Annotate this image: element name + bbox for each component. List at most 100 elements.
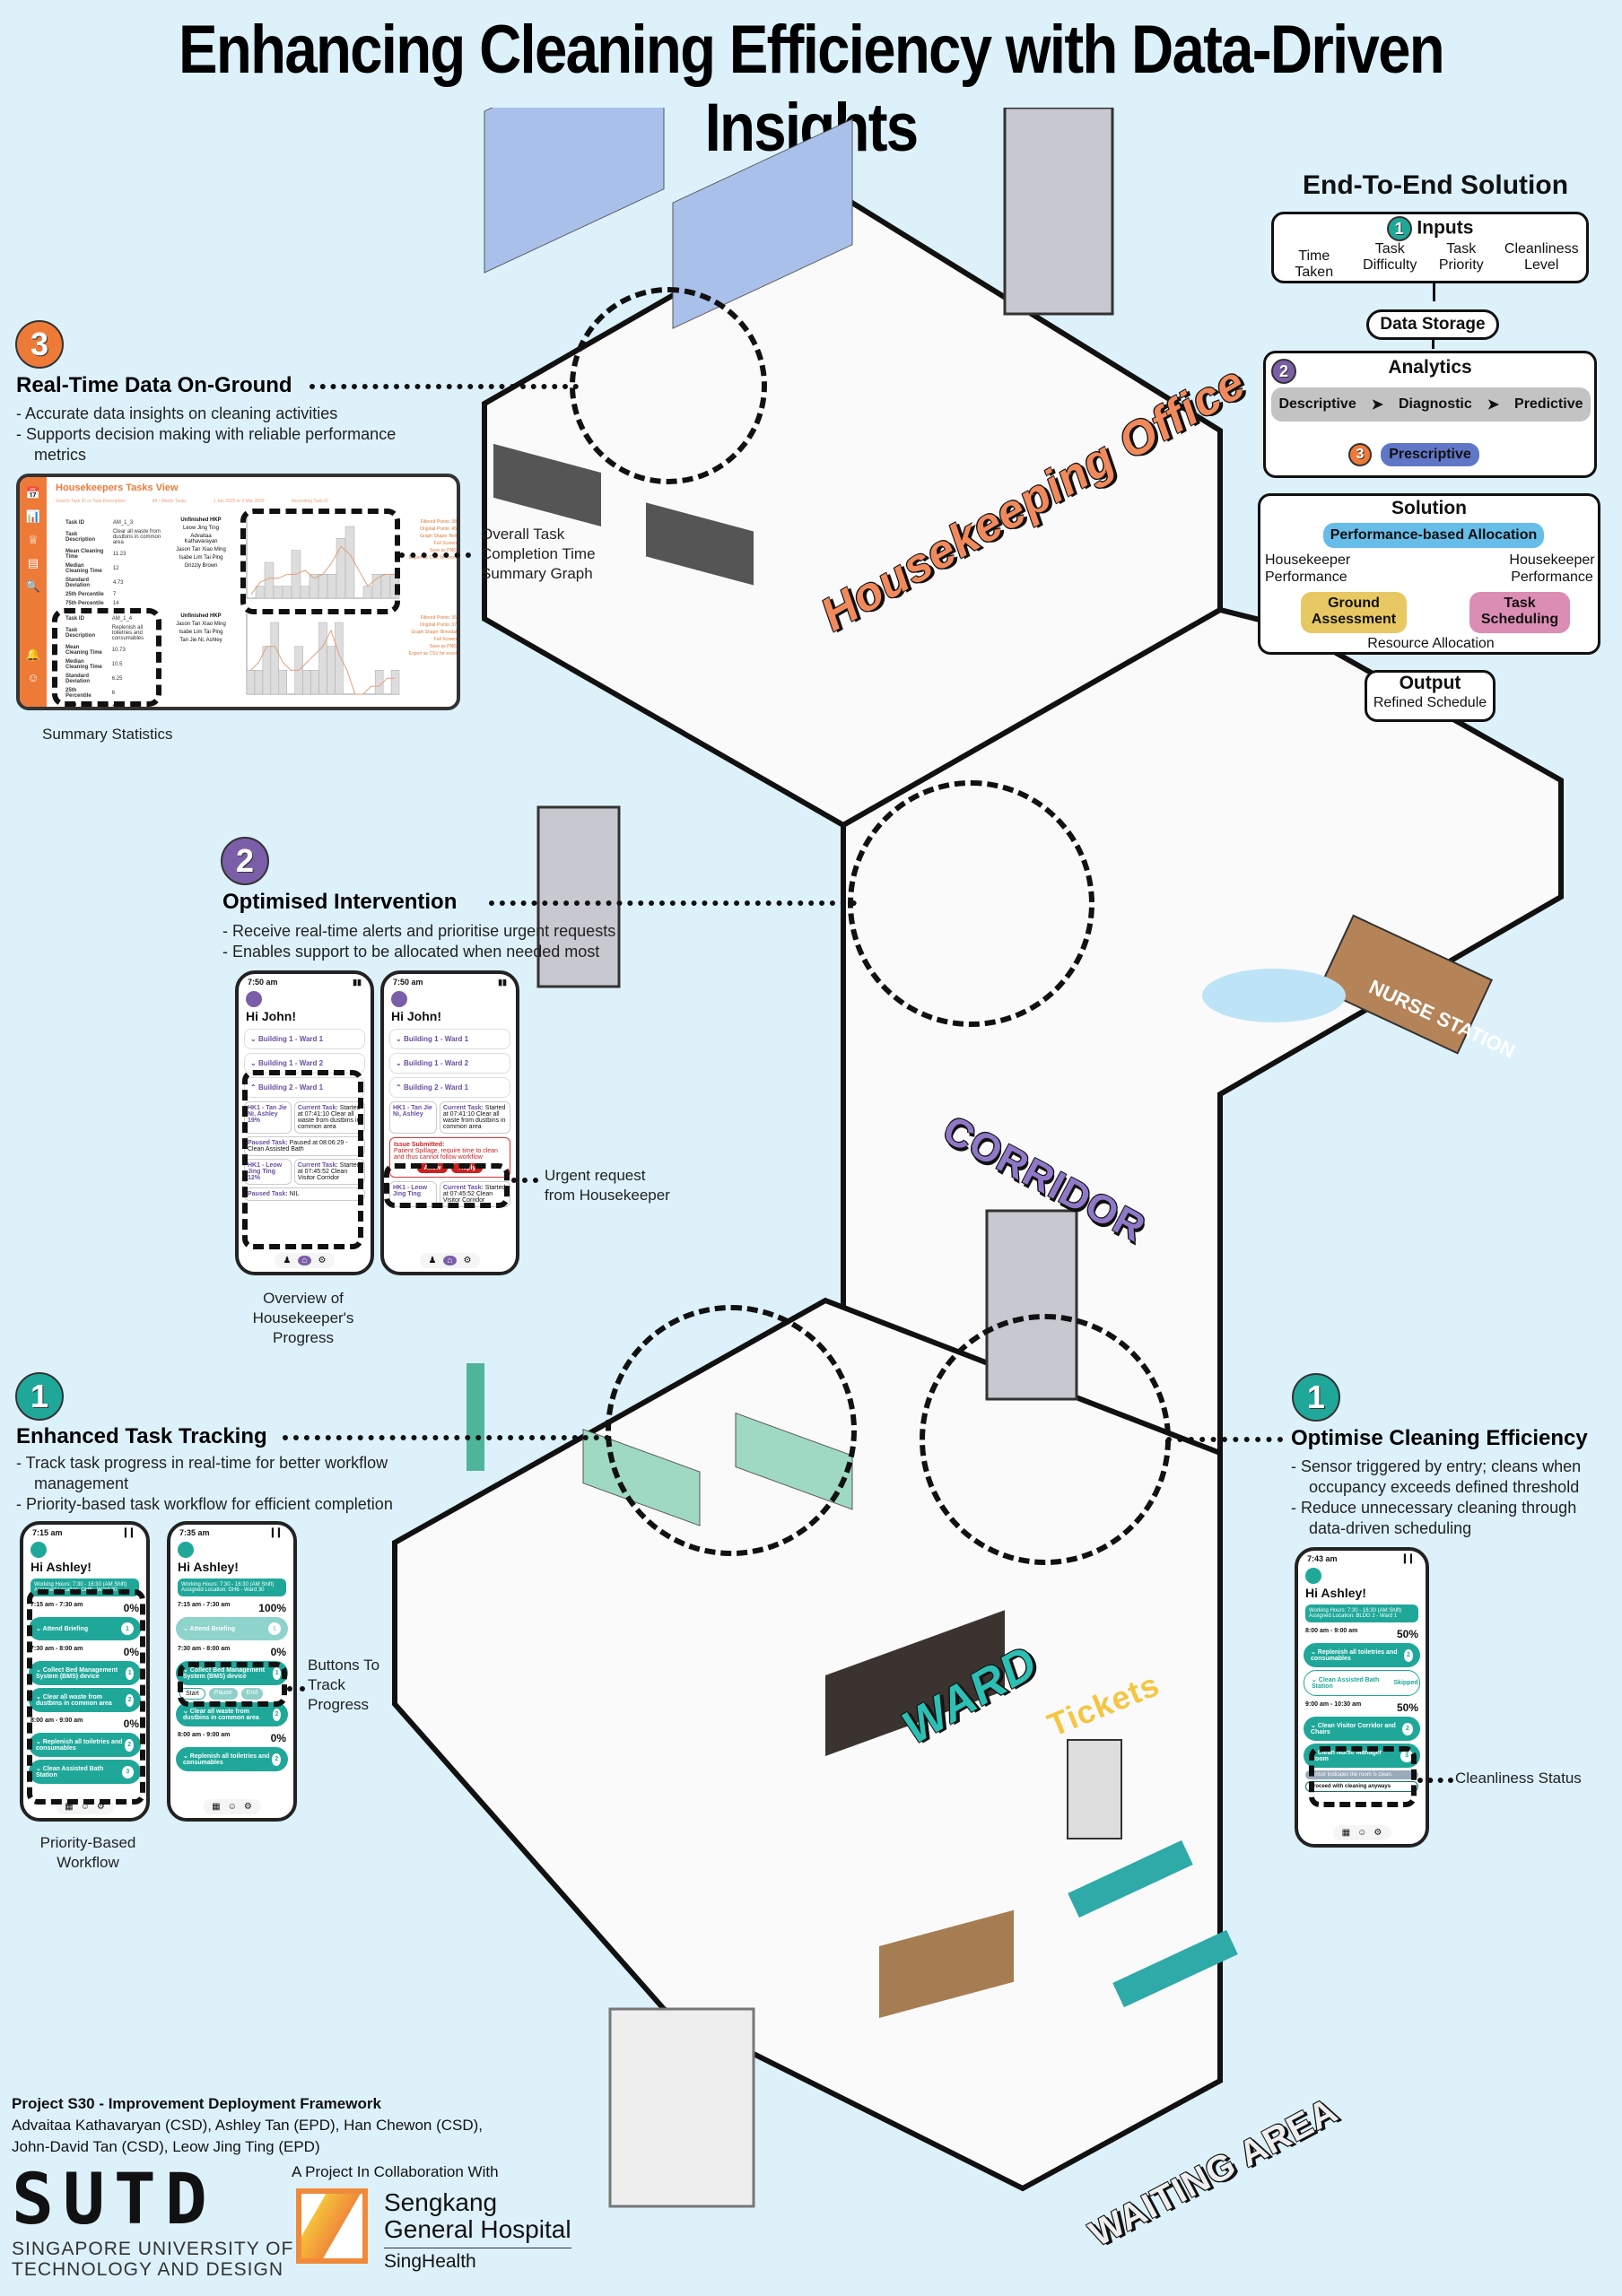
graph-info-line: Original Points: 45 xyxy=(420,526,457,532)
ward-accordion[interactable]: ⌄ Building 1 - Ward 2 xyxy=(389,1053,510,1074)
unfinished-header: Unfinished HKP xyxy=(180,517,222,523)
task-item[interactable]: ⌄ Clear all waste from dustbins in commo… xyxy=(29,1688,141,1712)
slot-progress: 0% xyxy=(123,1646,139,1658)
gear-icon[interactable]: ⚙ xyxy=(1373,1828,1382,1838)
task-button-end[interactable]: End xyxy=(240,1688,264,1700)
task-priority: 2 xyxy=(1401,1722,1413,1735)
input-item: Time Taken xyxy=(1295,248,1334,280)
graph-info-line: Filtered Points: 36 xyxy=(420,615,457,621)
admin-avatar-icon[interactable]: ☺ xyxy=(27,671,39,684)
task-priority: 1 xyxy=(273,1666,281,1680)
profile-icon[interactable]: ☺ xyxy=(227,1802,237,1812)
nav-hkp[interactable]: ♟ xyxy=(428,1256,437,1265)
task-name: ⌄ Clean Assisted Bath Station xyxy=(36,1766,104,1779)
unfinished-header: Unfinished HKP xyxy=(180,613,222,619)
graph-info-line: Full Screen xyxy=(433,637,457,642)
highlight-workflow xyxy=(27,1589,145,1805)
bell-icon[interactable]: 🔔 xyxy=(25,648,41,661)
nav-settings[interactable]: ⚙ xyxy=(463,1256,472,1265)
bottom-nav: ▦ ☺ ⚙ xyxy=(1332,1825,1391,1840)
task-item[interactable]: ⌄ Replenish all toiletries and consumabl… xyxy=(1304,1643,1420,1667)
housekeeper-phone-workflow: 7:15 am▎▎Hi Ashley!Working Hours: 7:30 -… xyxy=(20,1521,150,1822)
tracking-title: Enhanced Task Tracking xyxy=(16,1424,267,1448)
desk xyxy=(646,502,754,586)
bullet: Enables support to be allocated when nee… xyxy=(222,942,689,962)
calendar-icon[interactable]: ▦ xyxy=(65,1802,74,1812)
slot-time: 7:15 am - 7:30 am xyxy=(31,1602,83,1608)
resource-allocation: Resource Allocation xyxy=(1367,636,1495,651)
sort-select[interactable]: Ascending Task ID xyxy=(291,499,329,504)
badge-2: 2 xyxy=(221,837,269,885)
task-name: ⌄ Clean Nurse Manager Room xyxy=(1311,1750,1382,1762)
ward-accordion[interactable]: ⌄ Building 1 - Ward 1 xyxy=(244,1029,365,1049)
caption-summary-stats: Summary Statistics xyxy=(42,726,173,743)
nav-settings[interactable]: ⚙ xyxy=(318,1256,327,1265)
avatar xyxy=(246,991,262,1007)
id-card-icon[interactable]: ▤ xyxy=(27,556,39,570)
profile-icon[interactable]: ☺ xyxy=(1357,1828,1367,1838)
search-input[interactable]: Search Task ID or Task Description xyxy=(56,499,126,504)
highlight-office xyxy=(570,287,767,484)
tracking-bullets: Track task progress in real-time for bet… xyxy=(16,1453,438,1515)
analytics-title: Analytics xyxy=(1388,357,1472,378)
reception-desk xyxy=(879,1909,1014,2018)
task-item[interactable]: ⌄ Replenish all toiletries and consumabl… xyxy=(29,1733,141,1757)
shift-info: Working Hours: 7:30 - 16:30 (AM Shift)As… xyxy=(1305,1605,1418,1622)
graph-info-line: Save as PNG xyxy=(429,548,457,553)
task-button-pause[interactable]: Pause xyxy=(208,1688,238,1700)
nav-home[interactable]: ⌂ xyxy=(298,1256,311,1265)
status-time: 7:43 am xyxy=(1307,1554,1338,1563)
task-item[interactable]: ⌄ Collect Bed Management System (BMS) de… xyxy=(29,1661,141,1685)
glass-elevator xyxy=(608,2007,755,2208)
chart-icon[interactable]: 📊 xyxy=(25,509,41,523)
elevator xyxy=(1003,108,1114,316)
graph-info-line: Filtered Points: 38 xyxy=(420,519,457,525)
greeting: Hi Ashley! xyxy=(31,1560,92,1574)
connector-efficiency xyxy=(1166,1437,1283,1442)
crown-icon[interactable]: ♕ xyxy=(28,533,39,546)
search-icon[interactable]: 🔍 xyxy=(25,579,41,593)
nav-hkp[interactable]: ♟ xyxy=(283,1256,292,1265)
gear-icon[interactable]: ⚙ xyxy=(96,1802,105,1812)
ward-accordion-expanded[interactable]: ⌃ Building 2 - Ward 1 xyxy=(389,1077,510,1098)
output-box: Output Refined Schedule xyxy=(1365,670,1496,722)
avatar xyxy=(391,991,407,1007)
task-priority: 1 xyxy=(268,1622,281,1635)
date-range-select[interactable]: 1 Jan 2025 to 3 Mar 2025 xyxy=(213,499,265,504)
calendar-icon[interactable]: ▦ xyxy=(212,1802,221,1812)
proceed-cleaning-button[interactable]: Proceed with cleaning anyways xyxy=(1305,1781,1418,1792)
profile-icon[interactable]: ☺ xyxy=(80,1802,90,1812)
greeting: Hi John! xyxy=(246,1009,296,1023)
task-item[interactable]: ⌄ Replenish all toiletries and consumabl… xyxy=(176,1747,288,1771)
current-task: Current Task: Started at 07:41:10 Clear … xyxy=(293,1101,365,1134)
gear-icon[interactable]: ⚙ xyxy=(243,1802,252,1812)
slot-progress: 0% xyxy=(270,1732,286,1744)
show-select[interactable]: All / Wards Tasks xyxy=(152,499,187,504)
perf-right: Housekeeper Performance xyxy=(1509,552,1595,585)
bullet: Supports decision making with reliable p… xyxy=(16,424,438,465)
dashboard-sidebar: 📅 📊 ♕ ▤ 🔍 🔔 ☺ xyxy=(20,477,47,707)
calendar-icon[interactable]: 📅 xyxy=(25,486,41,500)
output-title: Output xyxy=(1399,673,1461,693)
calendar-icon[interactable]: ▦ xyxy=(1341,1828,1351,1838)
bullet: Receive real-time alerts and prioritise … xyxy=(222,921,689,942)
inputs-box: 1 Inputs Time Taken Task Difficulty Task… xyxy=(1271,212,1589,283)
ward-accordion[interactable]: ⌄ Building 1 - Ward 1 xyxy=(389,1029,510,1049)
slot-time: 7:15 am - 7:30 am xyxy=(178,1602,231,1608)
flow-title: End-To-End Solution xyxy=(1302,170,1569,200)
nav-home[interactable]: ⌂ xyxy=(443,1256,457,1265)
caption-cleanliness: Cleanliness Status xyxy=(1455,1770,1582,1787)
slot-progress: 100% xyxy=(258,1602,286,1614)
